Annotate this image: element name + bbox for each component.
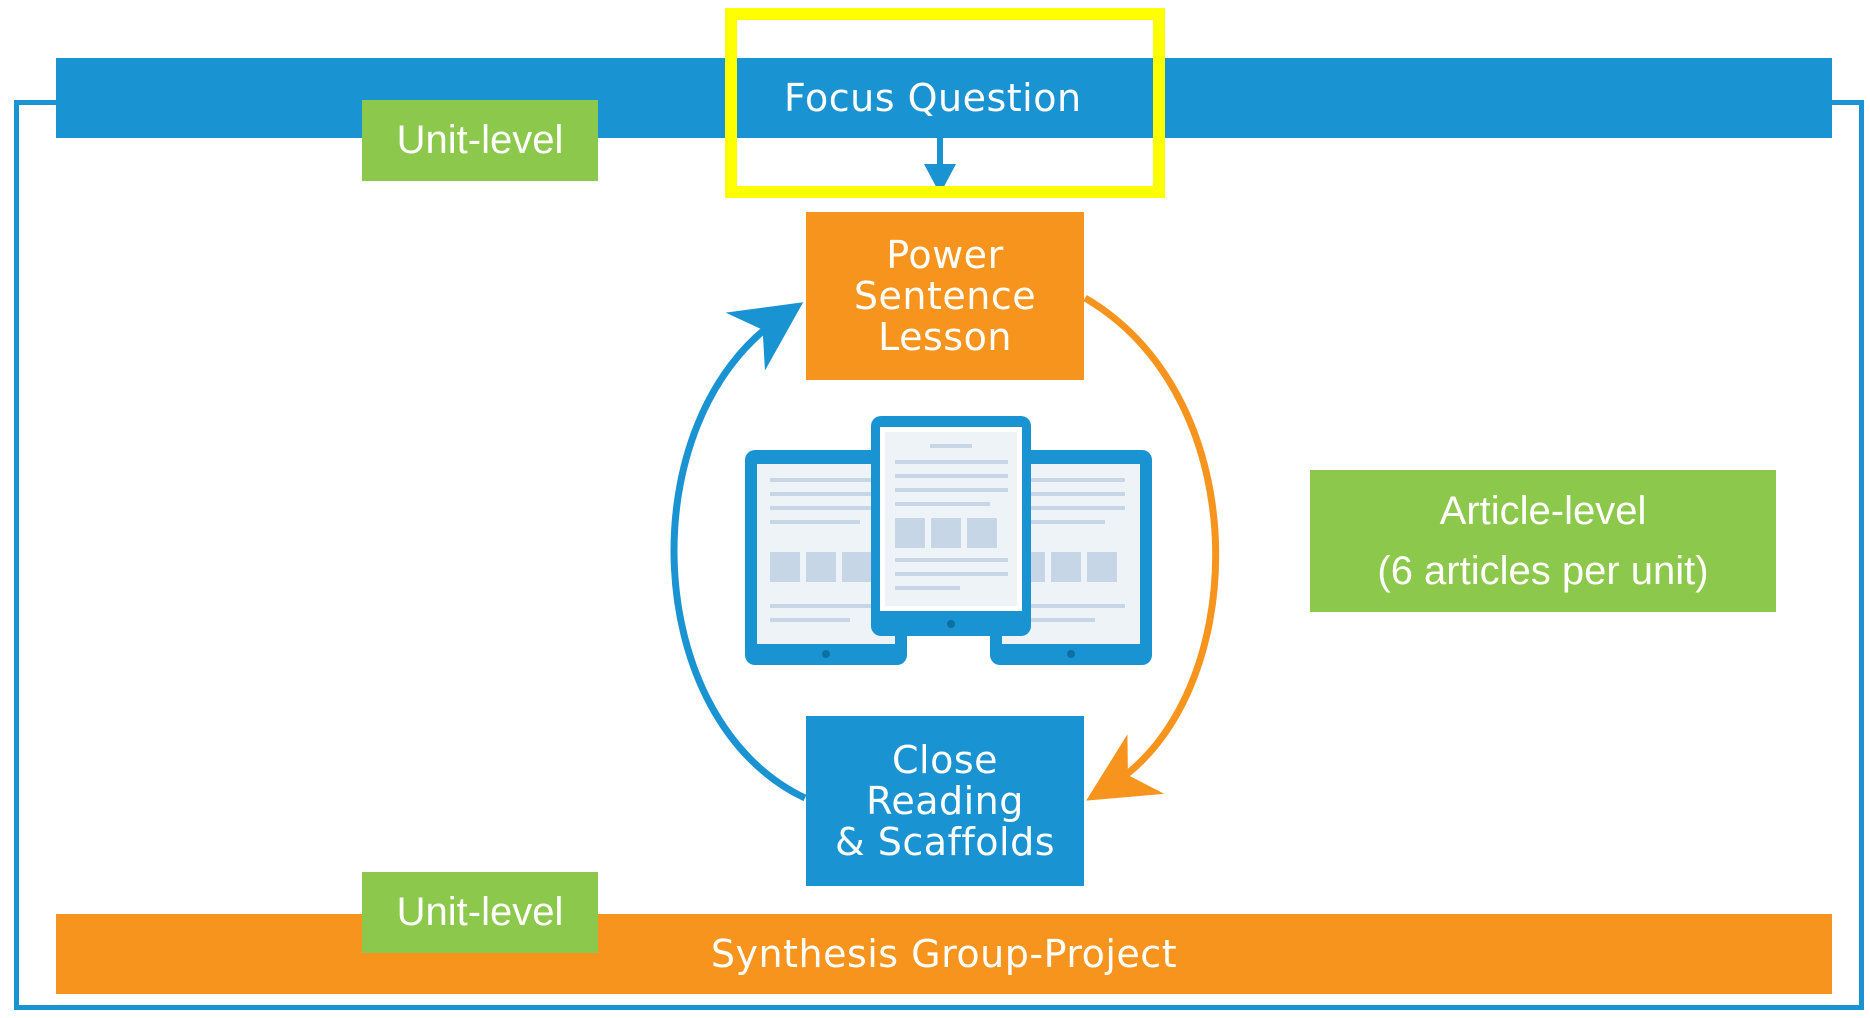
power-box-line1: Power [886, 232, 1004, 277]
close-box-line3: & Scaffolds [835, 819, 1055, 864]
power-sentence-lesson-box: Power Sentence Lesson [806, 212, 1084, 380]
focus-question-bar: Focus Question [56, 58, 1832, 138]
cycle-arrow-blue [670, 302, 807, 802]
synthesis-project-bar: Synthesis Group-Project [56, 914, 1832, 994]
close-box-line2: Reading [866, 778, 1024, 823]
close-reading-box: Close Reading & Scaffolds [806, 716, 1084, 886]
unit-level-badge-bottom: Unit-level [362, 872, 598, 953]
power-box-line2: Sentence [853, 273, 1037, 318]
synthesis-project-label: Synthesis Group-Project [710, 932, 1178, 976]
power-box-line3: Lesson [878, 314, 1012, 359]
article-level-line1: Article-level [1439, 489, 1647, 533]
tablet-group-icon [745, 416, 1152, 665]
article-level-badge: Article-level (6 articles per unit) [1310, 470, 1776, 612]
cycle-arrow-orange [1083, 294, 1220, 801]
focus-question-label: Focus Question [784, 76, 1082, 120]
unit-level-badge-top: Unit-level [362, 100, 598, 181]
article-level-line2: (6 articles per unit) [1377, 549, 1709, 593]
arrow-down-icon [924, 138, 956, 194]
focus-question-highlight [725, 8, 1165, 198]
close-box-line1: Close [891, 737, 999, 782]
